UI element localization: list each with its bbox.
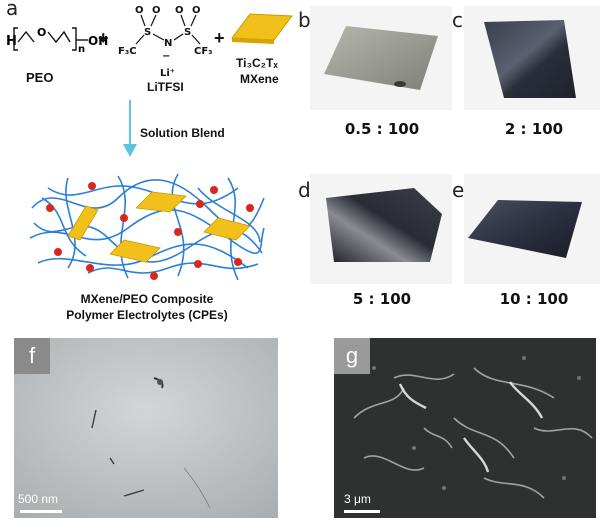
svg-text:F₃C: F₃C	[118, 46, 137, 57]
film-photo-e	[464, 174, 600, 284]
scale-label-g: 3 μm	[344, 492, 371, 506]
svg-text:O: O	[192, 5, 201, 16]
scale-bar-f	[20, 510, 62, 513]
peo-structure: H O n OH	[6, 26, 108, 55]
plus-sign-2: +	[214, 28, 225, 48]
tem-micrograph-f: f 500 nm	[14, 338, 278, 518]
panel-label-c: c	[452, 8, 463, 32]
svg-text:OH: OH	[88, 34, 108, 48]
panel-label-e: e	[452, 178, 465, 202]
svg-text:O: O	[135, 5, 144, 16]
svg-text:Li⁺: Li⁺	[160, 68, 175, 78]
product-label-line2: Polymer Electrolytes (CPEs)	[66, 308, 228, 322]
composite-network-illustration	[29, 173, 265, 281]
mxene-sheet-icon	[231, 13, 293, 44]
svg-text:H: H	[6, 34, 17, 49]
svg-text:S: S	[144, 27, 151, 38]
litfsi-label: LiTFSI	[147, 80, 184, 94]
panel-label-a: a	[6, 0, 19, 20]
svg-text:CF₃: CF₃	[194, 46, 213, 57]
product-label-line1: MXene/PEO Composite	[80, 292, 214, 306]
film-photo-d	[310, 174, 452, 284]
ratio-label-b: 0.5 : 100	[344, 120, 420, 138]
mxene-label: MXene	[240, 72, 279, 86]
process-step-label: Solution Blend	[140, 126, 225, 140]
svg-text:−: −	[162, 51, 170, 62]
film-photo-c	[464, 6, 600, 110]
panel-label-f: f	[14, 338, 50, 374]
svg-text:O: O	[37, 26, 46, 39]
svg-text:S: S	[184, 27, 191, 38]
process-arrow	[123, 100, 137, 157]
svg-text:O: O	[152, 5, 161, 16]
mxene-formula: Ti₃C₂Tₓ	[236, 56, 278, 70]
sem-micrograph-g: g 3 μm	[334, 338, 596, 518]
ratio-label-e: 10 : 100	[499, 290, 569, 308]
svg-text:n: n	[78, 44, 85, 55]
ratio-label-c: 2 : 100	[504, 120, 564, 138]
panel-label-g: g	[334, 338, 370, 374]
panel-label-b: b	[298, 8, 311, 32]
plus-sign-1: +	[98, 28, 109, 48]
scale-label-f: 500 nm	[18, 492, 59, 506]
svg-text:O: O	[175, 5, 184, 16]
panel-label-d: d	[298, 178, 311, 202]
scale-bar-g	[344, 510, 380, 513]
film-photo-b	[310, 6, 452, 110]
ratio-label-d: 5 : 100	[352, 290, 412, 308]
peo-label: PEO	[26, 70, 54, 85]
svg-text:N: N	[164, 38, 172, 49]
